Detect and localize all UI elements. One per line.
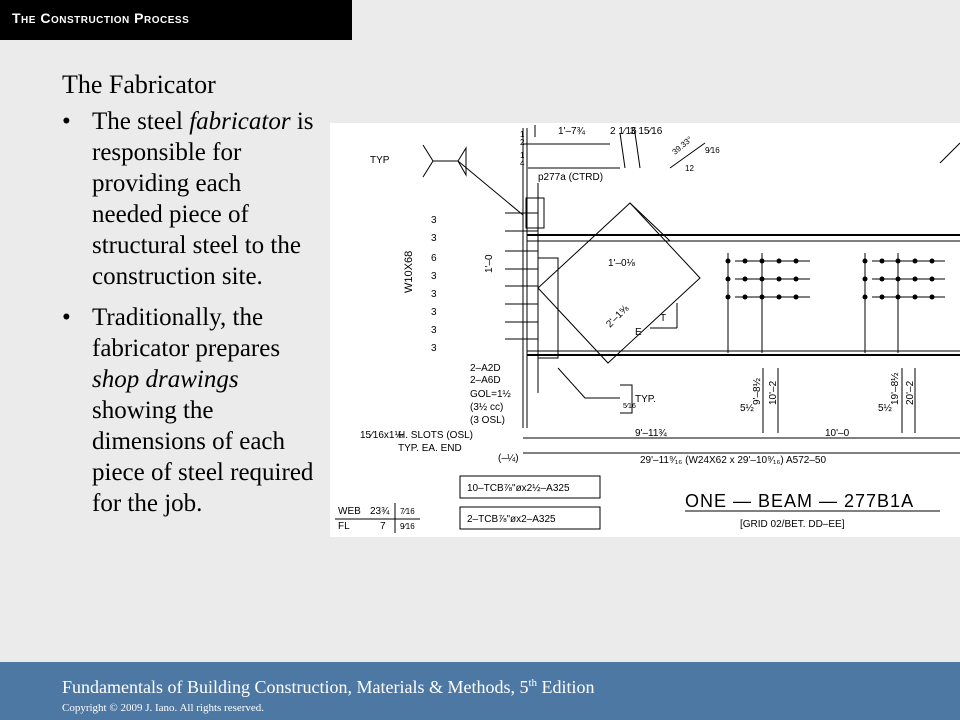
label-num: 6: [431, 253, 437, 264]
label-note-2: 2–A6D: [470, 375, 501, 386]
label-dim-neg: (–¼): [498, 452, 519, 464]
label-dim-9-8: 9'–8½: [752, 377, 763, 405]
label-num: 4: [520, 159, 525, 168]
label-t: T: [660, 313, 666, 324]
bullet-marker: •: [62, 304, 71, 331]
slide-header: The Construction Process: [0, 0, 352, 40]
label-fl-val: 7: [380, 521, 386, 532]
label-fl: FL: [338, 521, 350, 532]
label-dim-5-half-b: 5½: [878, 403, 893, 414]
footer-book-post: Edition: [537, 677, 595, 697]
label-slots-typ: TYP. EA. END: [398, 443, 462, 454]
label-web-val2: 7⁄16: [400, 507, 415, 516]
bullet-marker: •: [62, 108, 71, 135]
label-dim-top-2: 2 1⁄16: [610, 126, 637, 137]
bullet-emphasis: shop drawings: [92, 366, 239, 393]
bullet-list: • The steel fabricator is responsible fo…: [62, 106, 314, 529]
label-slots: H. SLOTS (OSL): [398, 430, 473, 441]
label-bolts-2: 2–TCB⅞"øx2–A325: [467, 514, 556, 525]
bullet-item: • The steel fabricator is responsible fo…: [62, 106, 314, 292]
bullet-text: The steel: [92, 108, 190, 135]
shop-drawing-svg: TYP p277a (CTRD) W10X68 1'–7¾ 2 1⁄16 3 1…: [335, 125, 960, 533]
label-num: 3: [431, 233, 437, 244]
label-dim-10-0: 10'–0: [825, 428, 850, 439]
label-num: 1: [520, 130, 525, 139]
bullet-emphasis: fabricator: [189, 108, 291, 135]
label-num: 3: [431, 307, 437, 318]
label-w10x68: W10X68: [403, 251, 415, 293]
label-fl-val2: 9⁄16: [400, 522, 415, 531]
label-dim-10-2a: 10'–2: [768, 380, 779, 405]
label-e: E: [635, 327, 642, 338]
label-typ2: TYP.: [635, 394, 656, 405]
label-num: 3: [431, 325, 437, 336]
label-beam-title: ONE — BEAM — 277B1A: [685, 491, 914, 511]
bullet-item: • Traditionally, the fabricator prepares…: [62, 302, 314, 519]
bullet-text: is responsible for providing each needed…: [92, 108, 314, 290]
label-note-3: GOL=1½: [470, 389, 512, 400]
label-num: 2: [520, 138, 525, 147]
footer-book-sup: th: [528, 677, 538, 689]
label-beam-sub: [GRID 02/BET. DD–EE]: [740, 519, 845, 530]
label-dim-19-8: 19'–8½: [890, 372, 901, 405]
footer-book-pre: Fundamentals of Building Construction, M…: [62, 677, 529, 697]
footer-copyright: Copyright © 2009 J. Iano. All rights res…: [62, 702, 265, 714]
label-dim-20-2: 20'–2: [905, 380, 916, 405]
label-dim-12: 12: [685, 164, 694, 173]
label-dim-top-3: 3 15⁄16: [630, 126, 663, 137]
label-num: 3: [431, 343, 437, 354]
label-dim-9-11: 9'–11¾: [635, 428, 667, 439]
label-bolts-1: 10–TCB⅞"øx2½–A325: [467, 483, 570, 494]
label-note-5: (3 OSL): [470, 415, 505, 426]
label-slots-size: 15⁄16x1⅛: [360, 430, 403, 441]
label-typ: TYP: [370, 155, 390, 166]
label-dim-5-half-a: 5½: [740, 403, 755, 414]
shop-drawing: TYP p277a (CTRD) W10X68 1'–7¾ 2 1⁄16 3 1…: [330, 123, 960, 537]
label-num: 3: [431, 289, 437, 300]
label-note-1: 2–A2D: [470, 363, 501, 374]
label-web-val: 23¾: [370, 506, 390, 517]
label-web: WEB: [338, 506, 361, 517]
slide-subtitle: The Fabricator: [62, 70, 216, 99]
bullet-text: showing the dimensions of each piece of …: [92, 397, 314, 517]
label-dim-9-16: 9⁄16: [705, 146, 720, 155]
label-dim-2-1-5-8: 2'–1⅝: [604, 303, 631, 330]
label-main-dim: 29'–11⁹⁄₁₆ (W24X62 x 29'–10⁹⁄₁₆) A572–50: [640, 455, 826, 466]
bullet-text: Traditionally, the fabricator prepares: [92, 304, 281, 362]
footer-book-title: Fundamentals of Building Construction, M…: [62, 677, 595, 698]
label-frac-5-16: 5⁄16: [623, 403, 636, 410]
slide-footer: Fundamentals of Building Construction, M…: [0, 662, 960, 720]
label-dim-1-0-1-8: 1'–0⅛: [608, 258, 636, 269]
label-num: 1: [520, 151, 525, 160]
label-dim-top-1: 1'–7¾: [558, 126, 586, 137]
label-dim-1-0: 1'–0: [484, 254, 495, 273]
label-num: 3: [431, 271, 437, 282]
label-note-4: (3½ cc): [470, 402, 503, 413]
label-num: 3: [431, 215, 437, 226]
label-p277a: p277a (CTRD): [538, 172, 603, 183]
